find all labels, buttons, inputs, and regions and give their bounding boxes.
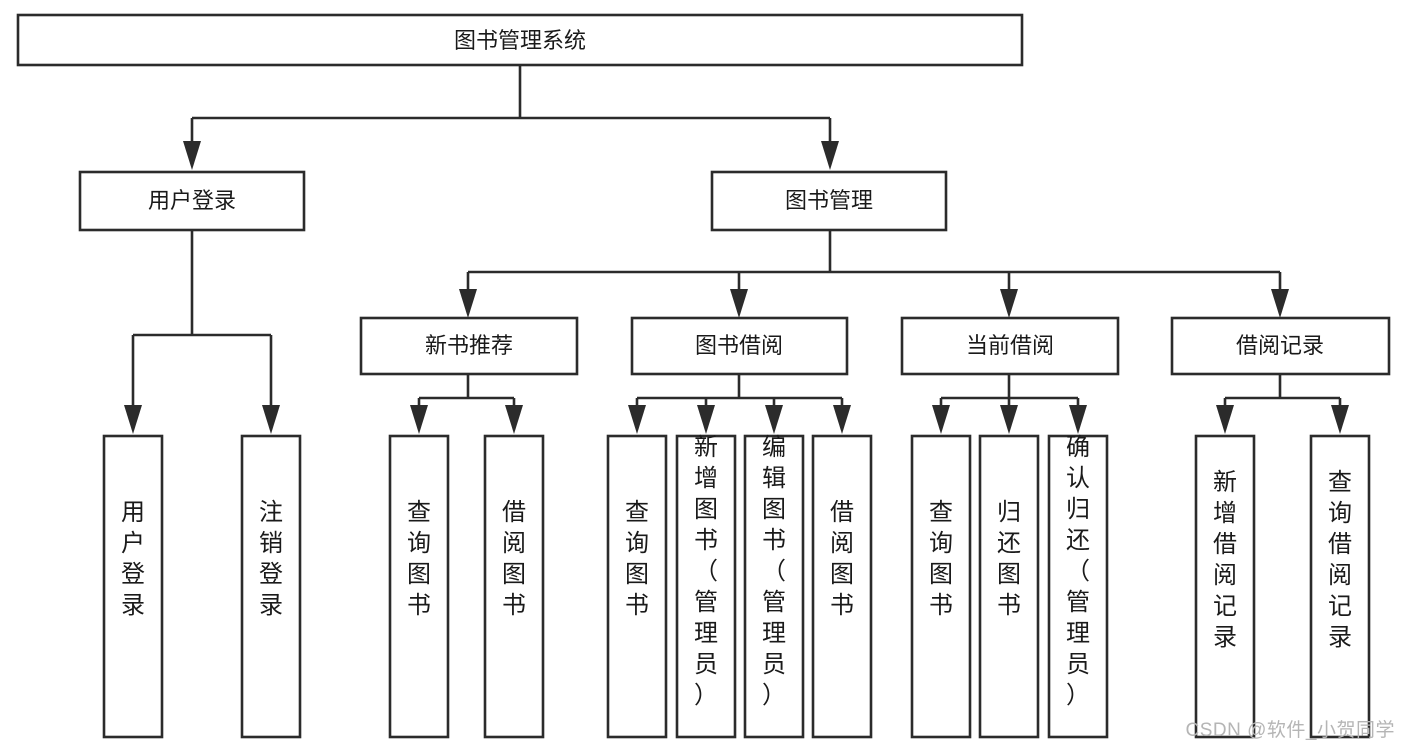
node-leaf-query-book-3-box[interactable] [910, 434, 972, 739]
node-leaf-borrow-book-2[interactable]: 借阅图书 [811, 434, 873, 739]
arrow-userlogin-leaf-2 [262, 405, 280, 434]
node-leaf-user-login[interactable]: 用户登录 [102, 434, 164, 739]
node-current-borrow[interactable]: 当前借阅 [900, 316, 1120, 376]
connector-group-bookborrow [628, 374, 851, 434]
node-book-borrow-label: 图书借阅 [695, 333, 783, 358]
node-root-label: 图书管理系统 [454, 28, 586, 53]
node-book-borrow-box[interactable] [630, 316, 849, 376]
node-new-book-rec-label: 新书推荐 [425, 333, 513, 358]
connector-group-newbookrec [410, 374, 523, 434]
node-user-login[interactable]: 用户登录 [78, 170, 306, 232]
node-borrow-record[interactable]: 借阅记录 [1170, 316, 1391, 376]
arrow-borrowrecord-leaf-1 [1216, 405, 1234, 434]
node-leaf-logout-login[interactable]: 注销登录 [240, 434, 302, 739]
node-leaf-add-book-box[interactable] [675, 434, 737, 739]
arrow-currentborrow-leaf-1 [932, 405, 950, 434]
node-leaf-user-login-label: 用户登录 [121, 499, 145, 619]
node-leaf-query-record-box[interactable] [1309, 434, 1371, 739]
arrow-userlogin-leaf-1 [124, 405, 142, 434]
node-root[interactable]: 图书管理系统 [16, 13, 1024, 67]
node-current-borrow-label: 当前借阅 [966, 333, 1054, 358]
arrow-borrowrecord-leaf-2 [1331, 405, 1349, 434]
node-leaf-query-book-1[interactable]: 查询图书 [388, 434, 450, 739]
node-leaf-add-record-label: 新增借阅记录 [1213, 469, 1237, 651]
connector-group-bookmanage [459, 231, 1289, 318]
node-leaf-confirm-return-box[interactable] [1047, 434, 1109, 739]
arrow-bookborrow-leaf-1 [628, 405, 646, 434]
arrow-currentborrow-leaf-2 [1000, 405, 1018, 434]
connector-group-userlogin [124, 231, 280, 434]
arrow-newbookrec-leaf-2 [505, 405, 523, 434]
node-leaf-edit-book-label: 编辑图书（管理员） [762, 434, 786, 709]
arrow-currentborrow-leaf-3 [1069, 405, 1087, 434]
node-leaf-add-book-label: 新增图书（管理员） [694, 434, 718, 709]
node-leaf-return-book[interactable]: 归还图书 [978, 434, 1040, 739]
node-leaf-query-record-label: 查询借阅记录 [1328, 469, 1352, 651]
node-borrow-record-box[interactable] [1170, 316, 1391, 376]
node-leaf-query-book-3[interactable]: 查询图书 [910, 434, 972, 739]
arrow-newbookrec-leaf-1 [410, 405, 428, 434]
node-leaf-confirm-return-label: 确认归还（管理员） [1066, 434, 1090, 709]
node-leaf-add-book[interactable]: 新增图书（管理员） [675, 434, 737, 739]
connector-group-borrowrecord [1216, 374, 1349, 434]
node-current-borrow-box[interactable] [900, 316, 1120, 376]
node-leaf-user-login-box[interactable] [102, 434, 164, 739]
connector-group-currentborrow [932, 374, 1087, 434]
node-user-login-label: 用户登录 [148, 188, 236, 213]
node-leaf-edit-book[interactable]: 编辑图书（管理员） [743, 434, 805, 739]
node-book-manage-box[interactable] [710, 170, 948, 232]
arrow-bookborrow-leaf-2 [697, 405, 715, 434]
arrow-bookborrow-leaf-4 [833, 405, 851, 434]
node-leaf-add-record[interactable]: 新增借阅记录 [1194, 434, 1256, 739]
node-new-book-rec[interactable]: 新书推荐 [359, 316, 579, 376]
arrow-bookmanage-borrowrecord [1271, 289, 1289, 318]
node-leaf-return-book-label: 归还图书 [997, 499, 1021, 619]
node-user-login-box[interactable] [78, 170, 306, 232]
arrow-bookmanage-bookborrow [730, 289, 748, 318]
node-book-manage-label: 图书管理 [785, 188, 873, 213]
node-leaf-borrow-book-2-box[interactable] [811, 434, 873, 739]
node-leaf-edit-book-box[interactable] [743, 434, 805, 739]
node-root-box[interactable] [16, 13, 1024, 67]
node-leaf-query-book-2[interactable]: 查询图书 [606, 434, 668, 739]
node-book-manage[interactable]: 图书管理 [710, 170, 948, 232]
node-leaf-query-book-3-label: 查询图书 [929, 499, 953, 619]
arrow-bookmanage-currentborrow [1000, 289, 1018, 318]
arrow-bookmanage-newbook [459, 289, 477, 318]
node-leaf-borrow-book-2-label: 借阅图书 [830, 499, 854, 619]
node-new-book-rec-box[interactable] [359, 316, 579, 376]
connector-group-root [183, 65, 839, 170]
arrow-root-to-userlogin [183, 141, 201, 170]
node-leaf-borrow-book-1[interactable]: 借阅图书 [483, 434, 545, 739]
node-leaf-borrow-book-1-label: 借阅图书 [502, 499, 526, 619]
node-leaf-confirm-return[interactable]: 确认归还（管理员） [1047, 434, 1109, 739]
node-leaf-logout-login-box[interactable] [240, 434, 302, 739]
node-leaf-query-book-1-box[interactable] [388, 434, 450, 739]
node-leaf-query-book-1-label: 查询图书 [407, 499, 431, 619]
node-leaf-logout-login-label: 注销登录 [259, 499, 283, 619]
node-leaf-return-book-box[interactable] [978, 434, 1040, 739]
node-leaf-borrow-book-1-box[interactable] [483, 434, 545, 739]
node-borrow-record-label: 借阅记录 [1236, 333, 1324, 358]
arrow-root-to-bookmanage [821, 141, 839, 170]
node-leaf-query-book-2-box[interactable] [606, 434, 668, 739]
node-leaf-query-record[interactable]: 查询借阅记录 [1309, 434, 1371, 739]
node-book-borrow[interactable]: 图书借阅 [630, 316, 849, 376]
node-leaf-add-record-box[interactable] [1194, 434, 1256, 739]
node-leaf-query-book-2-label: 查询图书 [625, 499, 649, 619]
arrow-bookborrow-leaf-3 [765, 405, 783, 434]
